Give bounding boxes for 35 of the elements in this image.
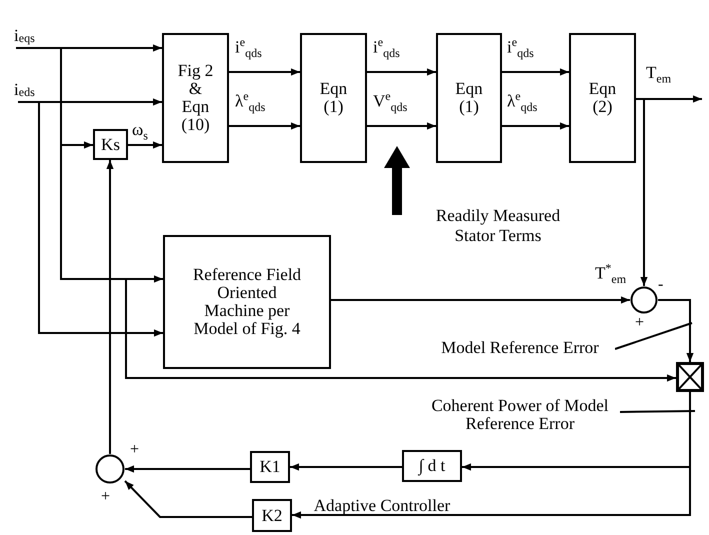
block-box: Eqn (1) [436, 33, 502, 163]
arrow [128, 141, 162, 149]
leader-line [614, 322, 692, 350]
arrow [229, 68, 300, 76]
block-box: Eqn (2) [569, 33, 636, 163]
arrow [290, 463, 402, 471]
annotation-text: Readily Measured Stator Terms [434, 206, 562, 246]
summing-junction [630, 286, 658, 314]
arrow [367, 68, 436, 76]
summing-junction [95, 454, 125, 484]
arrow [658, 299, 694, 362]
arrow [292, 392, 691, 519]
block-box: Ks [93, 129, 128, 160]
edge-label: T$_{em}$ [645, 64, 672, 86]
block-box: Reference Field Oriented Machine per Model of Fig. 4 [163, 235, 331, 369]
annotation-text: Adaptive Controller [312, 496, 452, 516]
arrow [125, 465, 250, 473]
arrow [124, 480, 252, 518]
arrow [18, 98, 162, 106]
arrow [229, 122, 300, 130]
multiplier-block [676, 362, 704, 392]
block-box: ∫ d t [402, 450, 462, 482]
arrow [106, 160, 114, 454]
arrow [636, 98, 648, 286]
arrow [367, 122, 436, 130]
block-box: K2 [252, 499, 292, 532]
leader-line [620, 410, 696, 413]
arrow [331, 296, 630, 304]
arrow [16, 44, 162, 52]
block-box: K1 [250, 451, 290, 483]
arrow [38, 102, 163, 337]
block-box: Eqn (1) [300, 33, 367, 163]
block-box: Fig 2 & Eqn (10) [162, 33, 229, 163]
arrow [502, 68, 569, 76]
arrow [502, 122, 569, 130]
